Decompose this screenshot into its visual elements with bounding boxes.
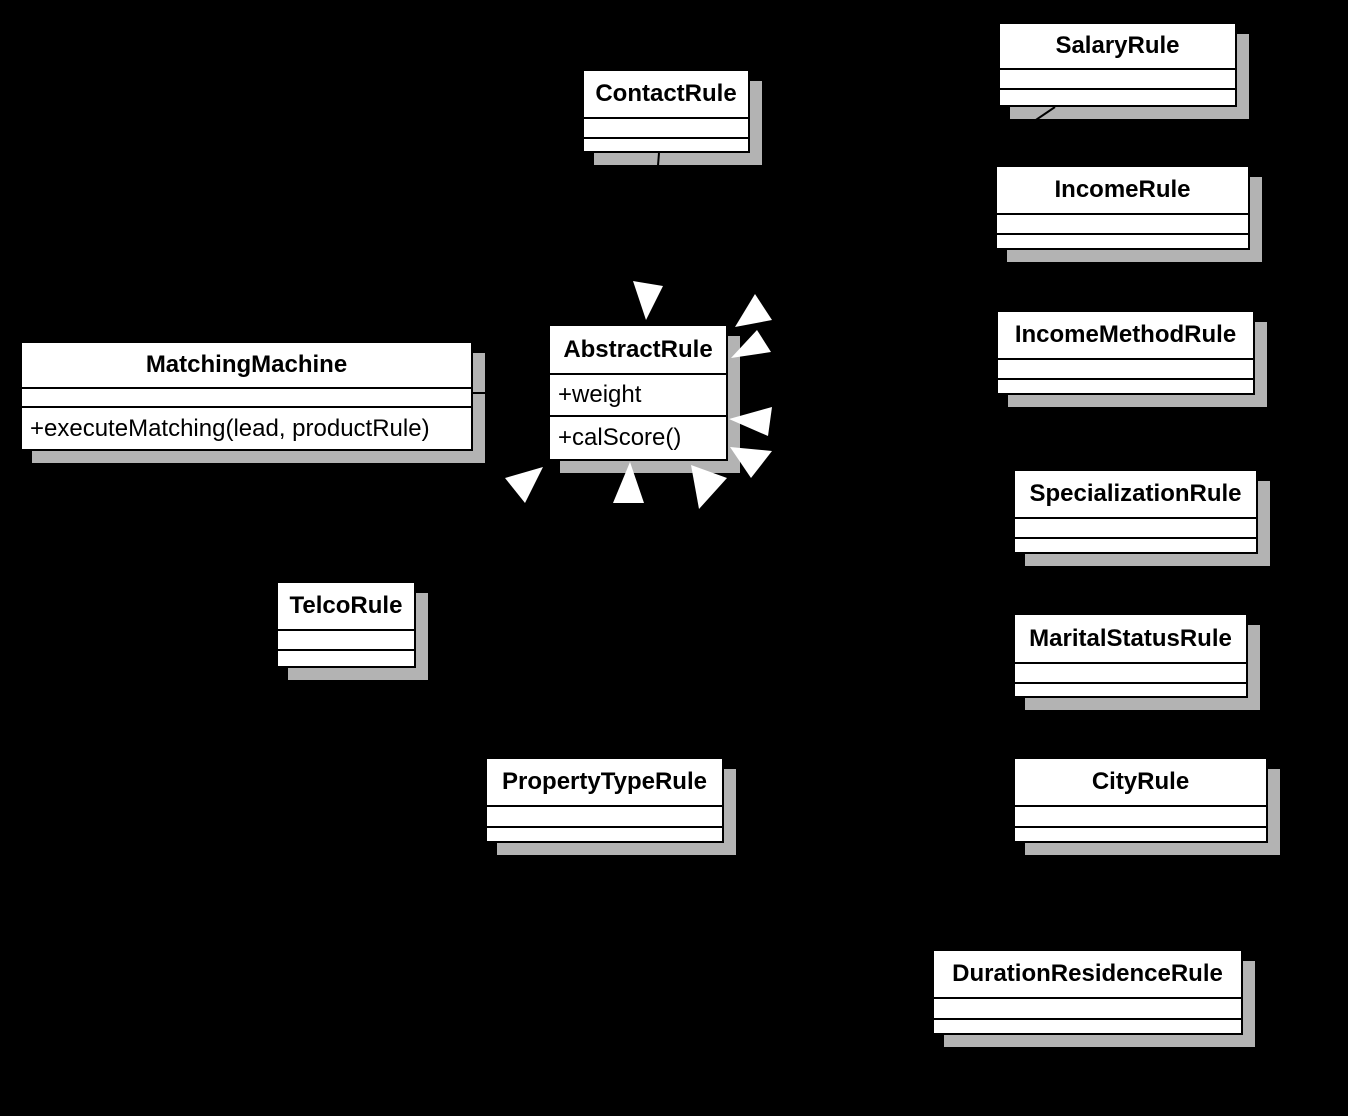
class-methods-compartment xyxy=(487,826,722,841)
class-attributes-compartment: +weight xyxy=(550,373,726,415)
class-title: TelcoRule xyxy=(289,592,403,619)
class-title: IncomeRule xyxy=(1054,176,1191,203)
class-methods-compartment: +calScore() xyxy=(550,415,726,459)
class-attributes-compartment xyxy=(278,629,414,649)
class-attributes-compartment xyxy=(1015,662,1246,682)
class-methods-compartment xyxy=(934,1018,1241,1033)
class-attributes-compartment xyxy=(997,213,1248,233)
class-title: IncomeMethodRule xyxy=(1014,321,1237,348)
generalization-arrowhead-top xyxy=(633,281,663,320)
class-box-incomemethodrule[interactable]: IncomeMethodRule xyxy=(996,310,1255,395)
class-title: MaritalStatusRule xyxy=(1029,624,1232,652)
class-methods-compartment xyxy=(1000,88,1235,105)
class-title: PropertyTypeRule xyxy=(502,768,707,795)
class-title: CityRule xyxy=(1091,768,1190,795)
edge-maritalstatusrule-abstractrule xyxy=(717,487,1014,646)
class-box-salaryrule[interactable]: SalaryRule xyxy=(998,22,1237,107)
class-attributes-compartment xyxy=(934,997,1241,1018)
class-box-specializationrule[interactable]: SpecializationRule xyxy=(1013,469,1258,554)
class-box-durationresidencerule[interactable]: DurationResidenceRule xyxy=(932,949,1243,1035)
class-methods-compartment xyxy=(997,233,1248,248)
class-attributes-compartment xyxy=(998,358,1253,378)
class-title: ContactRule xyxy=(595,80,737,107)
edge-cityrule-abstractrule xyxy=(712,493,1014,791)
class-box-abstractrule[interactable]: AbstractRule +weight +calScore() xyxy=(548,324,728,461)
class-box-incomerule[interactable]: IncomeRule xyxy=(995,165,1250,250)
class-title: AbstractRule xyxy=(563,335,713,363)
class-attributes-compartment xyxy=(1015,805,1266,826)
class-box-telcorule[interactable]: TelcoRule xyxy=(276,581,416,668)
class-methods-compartment xyxy=(1015,826,1266,841)
edge-incomerule-abstractrule xyxy=(761,231,996,343)
edge-durationresidencerule-abstractrule xyxy=(707,497,1006,950)
generalization-arrowhead-bottom-center xyxy=(613,462,644,503)
generalization-arrowhead-bottom-left xyxy=(505,467,543,503)
class-box-matchingmachine[interactable]: MatchingMachine +executeMatching(lead, p… xyxy=(20,341,473,451)
class-box-contactrule[interactable]: ContactRule xyxy=(582,69,750,153)
class-title: SpecializationRule xyxy=(1029,480,1242,507)
edge-specializationrule-abstractrule xyxy=(767,459,1014,506)
class-box-maritalstatusrule[interactable]: MaritalStatusRule xyxy=(1013,613,1248,698)
generalization-arrowhead-top-right xyxy=(735,294,772,327)
class-box-cityrule[interactable]: CityRule xyxy=(1013,757,1268,843)
class-methods-compartment xyxy=(584,137,748,151)
generalization-arrowhead-bottom-right xyxy=(691,465,727,509)
class-methods-compartment: +executeMatching(lead, productRule) xyxy=(22,406,471,449)
edge-telcorule-abstractrule xyxy=(391,489,519,582)
class-attributes-compartment xyxy=(1015,517,1256,537)
class-methods-compartment xyxy=(1015,682,1246,696)
edge-contactrule-abstractrule xyxy=(647,152,660,291)
edge-incomemethodrule-abstractrule xyxy=(765,365,997,421)
class-title: DurationResidenceRule xyxy=(952,960,1223,987)
class-methods-compartment xyxy=(998,378,1253,393)
class-methods-compartment xyxy=(1015,537,1256,552)
class-attributes-compartment xyxy=(22,387,471,406)
class-title: SalaryRule xyxy=(1055,32,1180,59)
class-title: MatchingMachine xyxy=(145,351,348,378)
generalization-arrowhead-right-lower xyxy=(730,447,772,478)
class-attributes-compartment xyxy=(1000,68,1235,88)
class-attributes-compartment xyxy=(487,805,722,826)
edge-propertytyperule-abstractrule xyxy=(606,494,630,758)
generalization-arrowhead-right-middle xyxy=(729,407,772,436)
class-attributes-compartment xyxy=(584,117,748,137)
class-methods-compartment xyxy=(278,649,414,666)
class-box-propertytyperule[interactable]: PropertyTypeRule xyxy=(485,757,724,843)
generalization-arrowhead-right-upper xyxy=(731,330,771,358)
